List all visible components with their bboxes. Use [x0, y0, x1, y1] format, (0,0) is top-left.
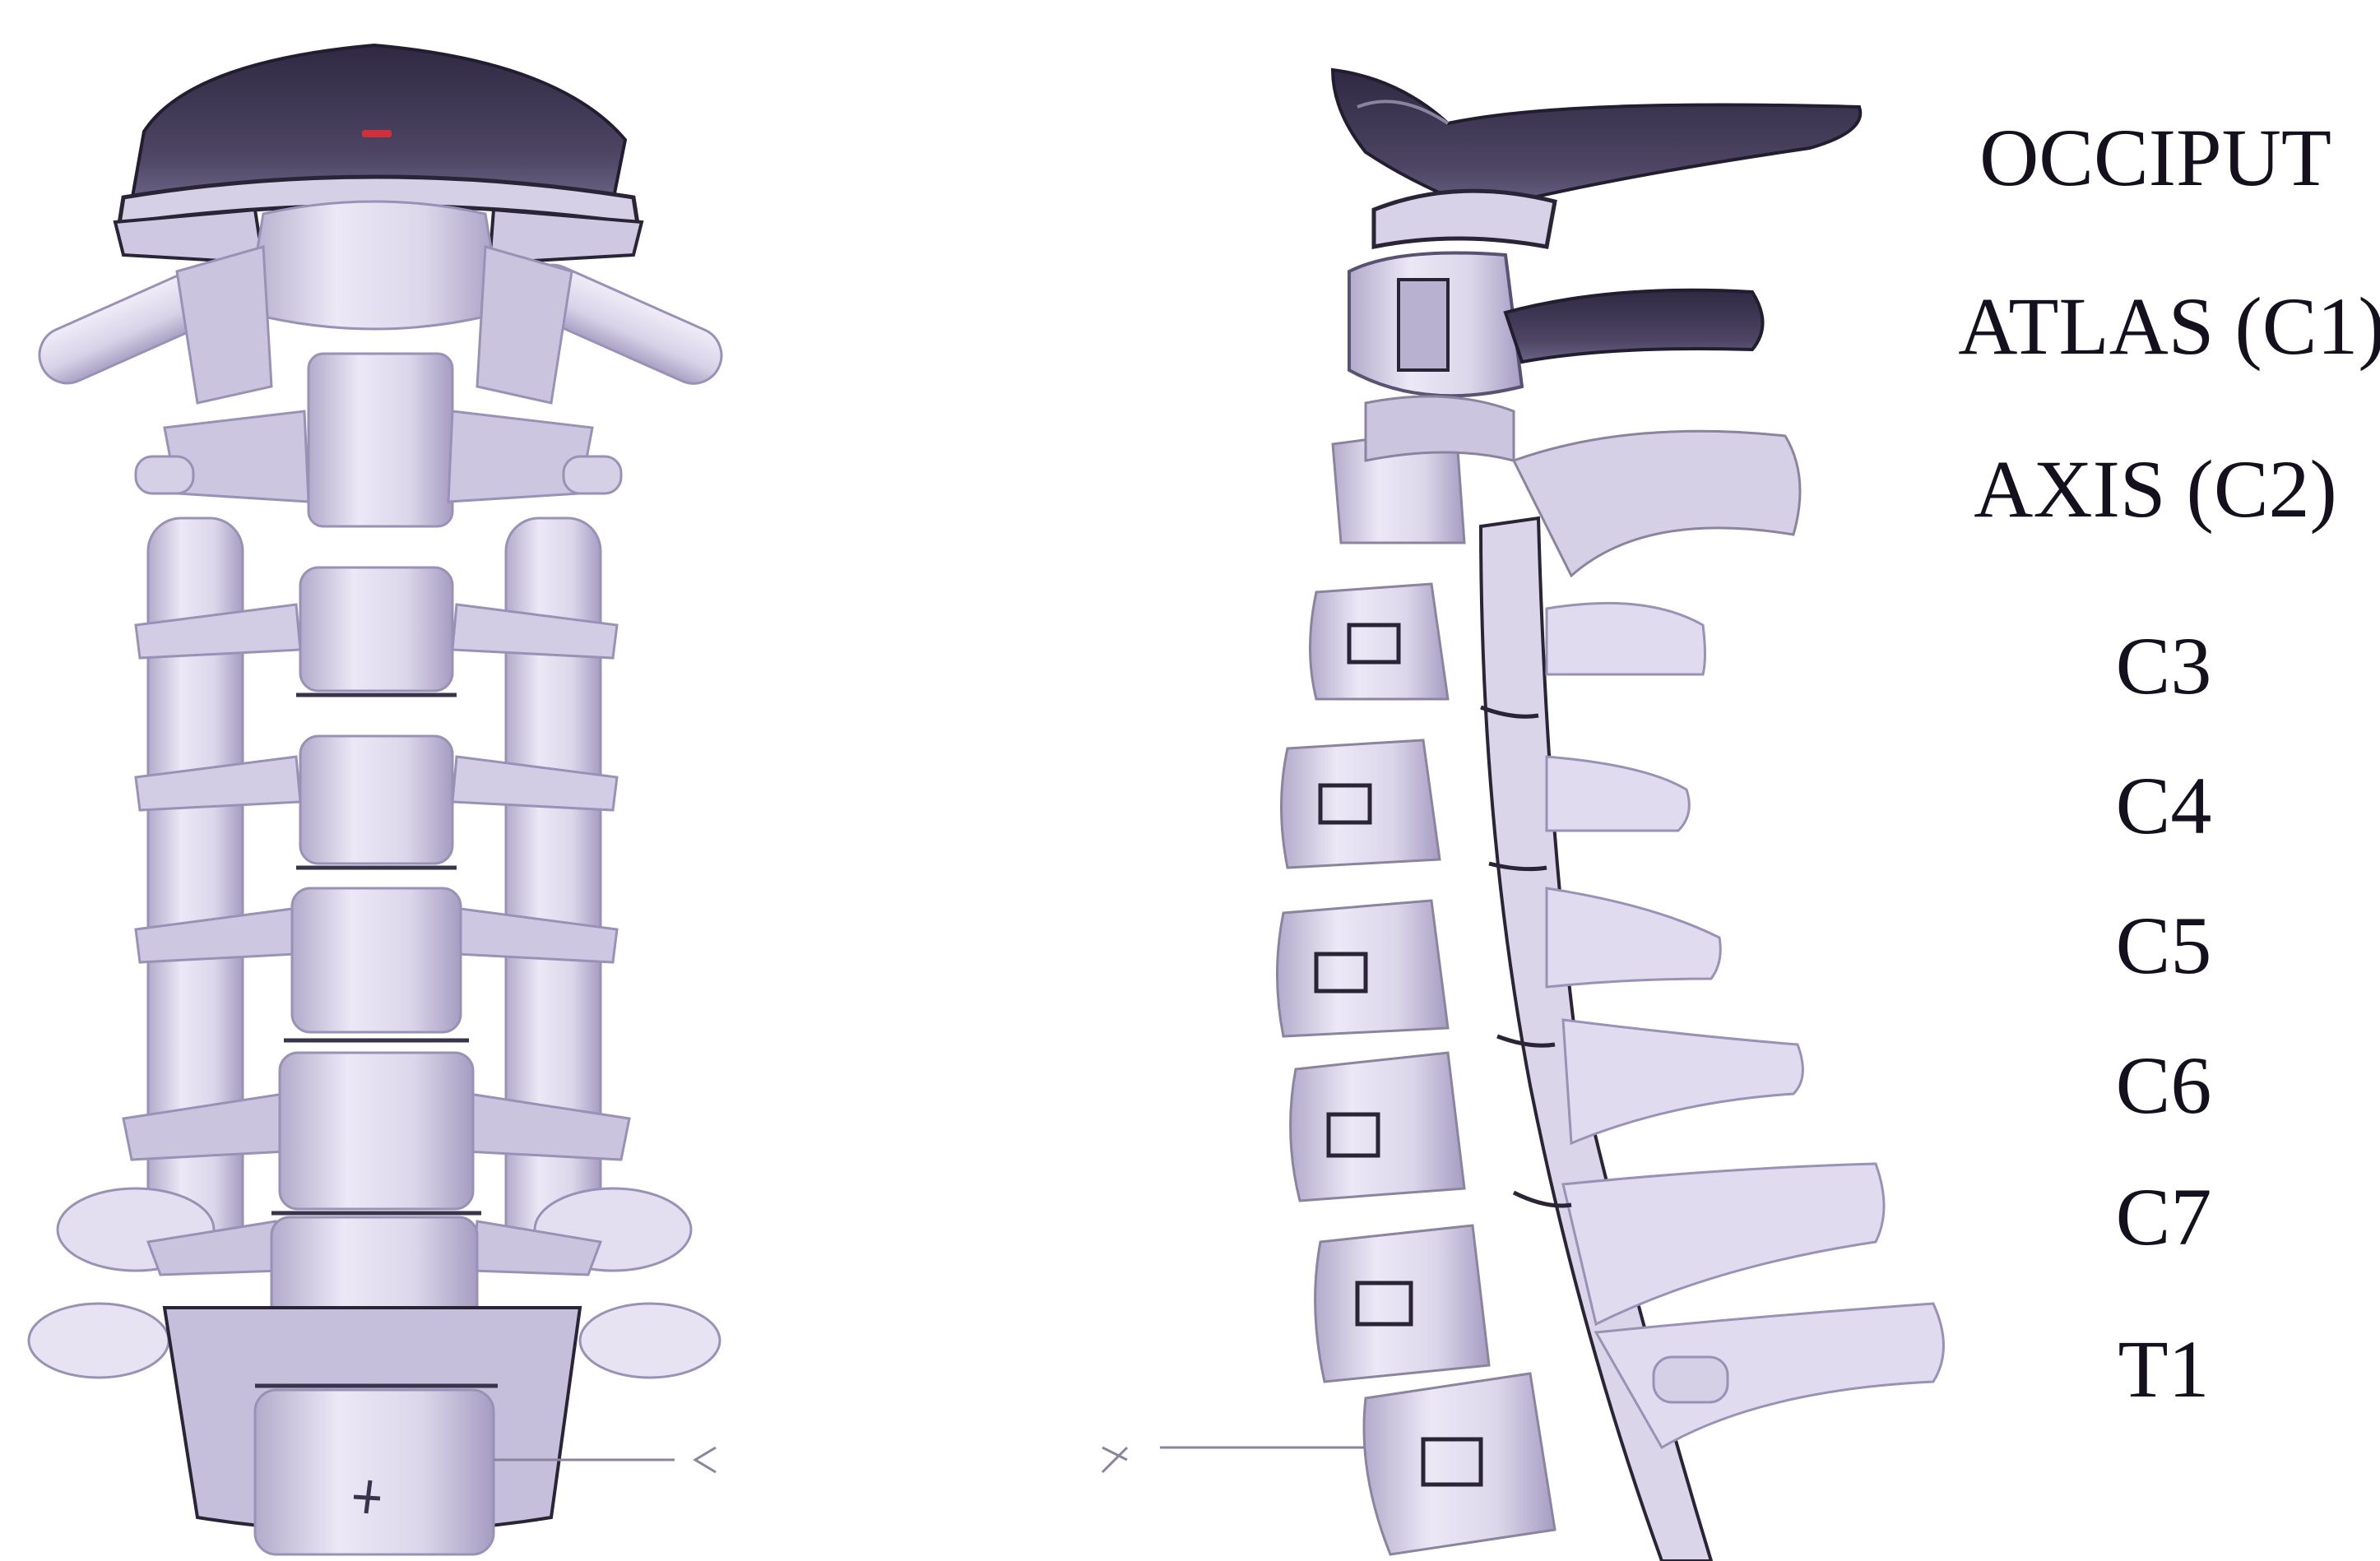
label-axis: AXIS (C2)	[1974, 443, 2337, 535]
axis-lateral	[1333, 396, 1800, 576]
t1-anterior	[29, 1304, 720, 1554]
atlas-lateral	[1349, 253, 1763, 396]
red-marker	[362, 130, 392, 137]
label-atlas: ATLAS (C1)	[1958, 280, 2380, 372]
c4-lateral	[1282, 740, 1690, 868]
label-c4: C4	[2116, 760, 2212, 851]
lateral-spine-view	[1102, 70, 1944, 1561]
label-c5: C5	[2116, 900, 2212, 991]
label-t1: T1	[2118, 1323, 2209, 1415]
label-c3: C3	[2116, 620, 2212, 711]
label-c7: C7	[2116, 1171, 2212, 1262]
label-c6: C6	[2116, 1040, 2212, 1131]
axis-marker-right	[1102, 1448, 1366, 1472]
c5-lateral	[1278, 888, 1721, 1036]
occiput-lateral	[1333, 70, 1860, 210]
vertebra-labels: OCCIPUT ATLAS (C1) AXIS (C2) C3 C4 C5 C6…	[1958, 112, 2380, 1415]
anterior-spine-view	[29, 45, 731, 1554]
label-occiput: OCCIPUT	[1979, 112, 2331, 203]
